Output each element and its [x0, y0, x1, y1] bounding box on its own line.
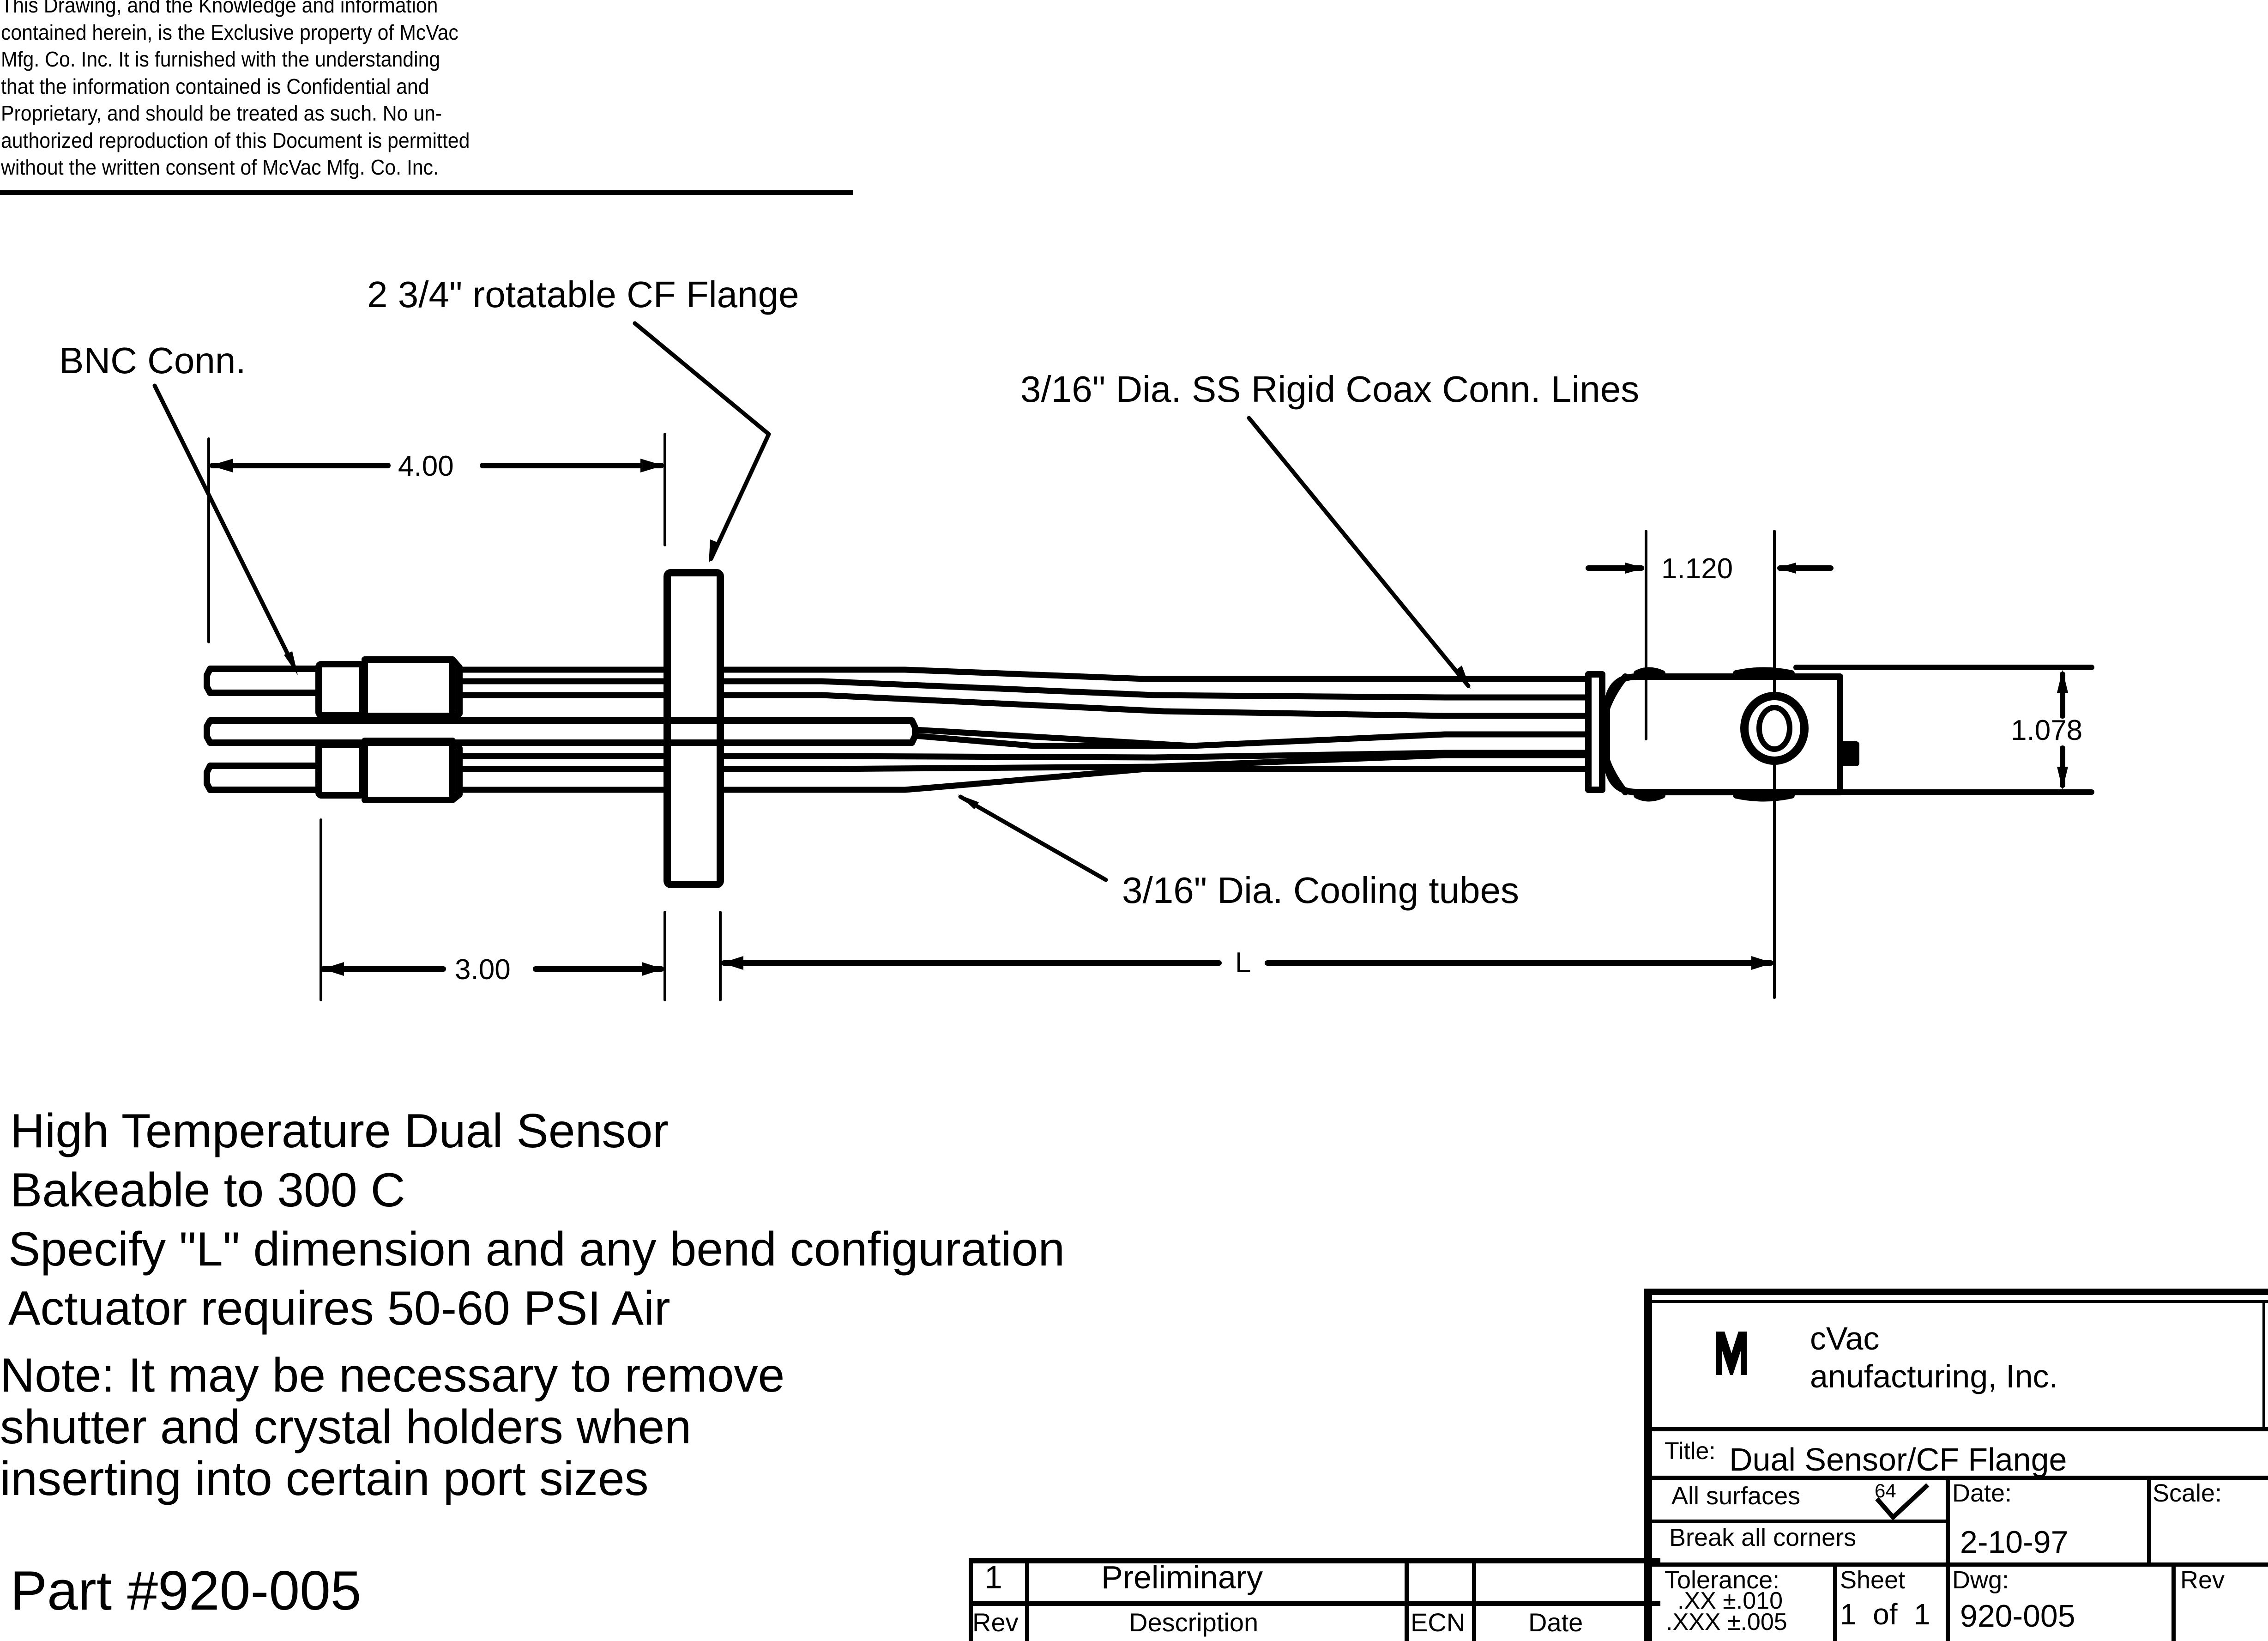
- drawing-geometry: [152, 321, 2094, 1001]
- bnc-connector-bottom: [204, 738, 463, 803]
- ecn-header: ECN: [1411, 1608, 1466, 1637]
- company-line-2: anufacturing, Inc.: [1810, 1358, 2058, 1394]
- flange-callout: 2 3/4" rotatable CF Flange: [367, 274, 799, 315]
- note-line: shutter and crystal holders when: [0, 1400, 692, 1454]
- bnc-callout: BNC Conn.: [59, 340, 246, 381]
- disclaimer-line: This Drawing, and the Knowledge and info…: [1, 0, 438, 17]
- sheet-label: Sheet: [1840, 1566, 1906, 1594]
- dim-1-078: 1.078: [2011, 715, 2082, 746]
- dim-4-00: 4.00: [398, 450, 454, 482]
- note-line: Note: It may be necessary to remove: [0, 1349, 785, 1402]
- rev-label: Rev: [2180, 1566, 2225, 1594]
- scale-label: Scale:: [2153, 1479, 2222, 1507]
- extension-lines: [207, 433, 2094, 1001]
- part-number: Part #920-005: [10, 1560, 362, 1622]
- description-header: Description: [1129, 1608, 1259, 1637]
- cf-flange: [664, 569, 724, 888]
- note-line: inserting into certain port sizes: [0, 1452, 649, 1506]
- spec-notes: High Temperature Dual Sensor Bakeable to…: [8, 1102, 1065, 1338]
- coax-lines-left: [456, 666, 668, 793]
- description-cell: Preliminary: [1101, 1559, 1263, 1595]
- arrowheads: [210, 459, 2068, 976]
- disclaimer-line: Proprietary, and should be treated as su…: [1, 101, 442, 125]
- sensor-head: [1585, 667, 1859, 802]
- mcvac-logo-icon: [1716, 1332, 1747, 1375]
- bnc-connector-top: [204, 656, 463, 724]
- company-line-1: cVac: [1810, 1320, 1880, 1356]
- dim-3-00: 3.00: [455, 954, 511, 986]
- tolerance-xx: .XX ±.010: [1677, 1587, 1783, 1614]
- break-corners-label: Break all corners: [1669, 1524, 1857, 1551]
- disclaimer-line: that the information contained is Confid…: [1, 74, 429, 98]
- dwg-label: Dwg:: [1952, 1566, 2009, 1594]
- surfaces-label: All surfaces: [1671, 1482, 1801, 1510]
- leader-arrowheads: [284, 539, 1471, 809]
- rev-header: Rev: [972, 1608, 1019, 1637]
- disclaimer-line: Mfg. Co. Inc. It is furnished with the u…: [1, 47, 440, 71]
- title-value: Dual Sensor/CF Flange: [1729, 1441, 2067, 1478]
- coax-callout: 3/16" Dia. SS Rigid Coax Conn. Lines: [1020, 369, 1639, 410]
- note-line: Specify "L" dimension and any bend confi…: [8, 1223, 1065, 1276]
- disclaimer: This Drawing, and the Knowledge and info…: [1, 0, 470, 181]
- dim-1-120: 1.120: [1661, 553, 1733, 585]
- date-label: Date:: [1952, 1479, 2012, 1507]
- cooling-callout: 3/16" Dia. Cooling tubes: [1122, 870, 1519, 911]
- sheet-value: 1 of 1: [1840, 1598, 1930, 1631]
- note-line: High Temperature Dual Sensor: [10, 1104, 669, 1158]
- date-header: Date: [1528, 1608, 1583, 1637]
- surface-finish-check-icon: [1875, 1483, 1930, 1520]
- removal-note: Note: It may be necessary to remove shut…: [0, 1350, 784, 1505]
- rev-cell: 1: [984, 1559, 1002, 1595]
- leader-lines: [152, 321, 1471, 882]
- disclaimer-divider: [0, 190, 853, 195]
- disclaimer-line: authorized reproduction of this Document…: [1, 128, 470, 152]
- company-initial: M: [1717, 1326, 1747, 1372]
- note-line: Actuator requires 50-60 PSI Air: [8, 1282, 670, 1335]
- note-line: Bakeable to 300 C: [10, 1163, 405, 1217]
- tolerance-label: Tolerance:: [1665, 1566, 1780, 1594]
- title-label: Title:: [1665, 1438, 1716, 1465]
- dim-l: L: [1235, 947, 1251, 979]
- disclaimer-line: contained herein, is the Exclusive prope…: [1, 20, 458, 44]
- coax-lines-right: [717, 666, 1592, 793]
- cooling-tube-stub: [204, 717, 918, 746]
- tolerance-xxx: .XXX ±.005: [1666, 1609, 1787, 1635]
- disclaimer-line: without the written consent of McVac Mfg…: [1, 155, 439, 179]
- dwg-value: 920-005: [1960, 1599, 2075, 1634]
- dimension-lines: [210, 463, 2065, 972]
- date-value: 2-10-97: [1960, 1525, 2069, 1560]
